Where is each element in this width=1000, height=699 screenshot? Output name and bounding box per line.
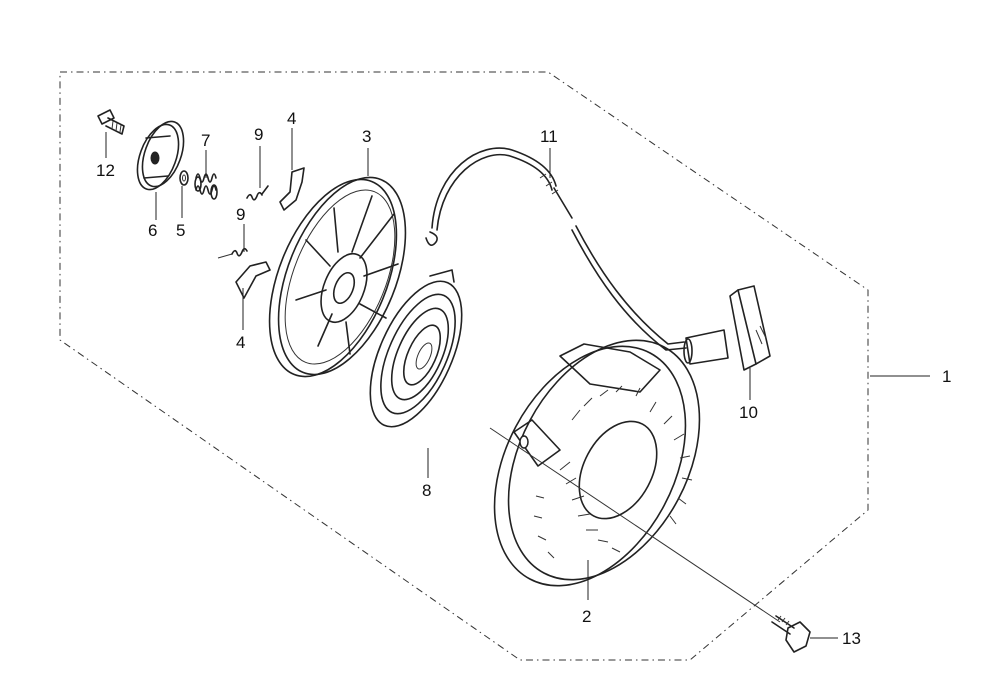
part-9-spring-lower — [217, 247, 248, 259]
part-11-starter-rope — [425, 147, 687, 351]
callout-5: 5 — [176, 221, 185, 240]
callout-13: 13 — [842, 629, 861, 648]
callout-12: 12 — [96, 161, 115, 180]
callout-10: 10 — [739, 403, 758, 422]
assembly-boundary — [59, 71, 869, 661]
part-7-spring — [194, 173, 218, 200]
callout-9-lower: 9 — [236, 205, 245, 224]
callout-6: 6 — [148, 221, 157, 240]
part-13-flange-bolt — [771, 615, 811, 653]
callout-8: 8 — [422, 481, 431, 500]
callout-4-upper: 4 — [287, 109, 296, 128]
part-3-reel — [268, 176, 407, 378]
assembly-axis-line — [489, 427, 781, 623]
callout-11: 11 — [540, 127, 558, 146]
callout-9-upper: 9 — [254, 125, 263, 144]
part-6-friction-plate — [136, 120, 185, 191]
callout-3: 3 — [362, 127, 371, 146]
leader-lines — [105, 128, 930, 639]
part-10-starter-grip — [683, 285, 771, 371]
part-9-spring-upper — [246, 185, 269, 201]
callout-1: 1 — [942, 367, 951, 386]
callout-7: 7 — [201, 131, 210, 150]
part-4-pawl-upper — [279, 167, 305, 211]
callout-2: 2 — [582, 607, 591, 626]
part-2-starter-case — [493, 339, 701, 587]
callout-4-lower: 4 — [236, 333, 245, 352]
part-8-recoil-spring — [369, 269, 463, 428]
part-5-washer — [179, 170, 189, 186]
part-12-bolt — [97, 109, 125, 135]
part-4-pawl-lower — [235, 261, 271, 299]
